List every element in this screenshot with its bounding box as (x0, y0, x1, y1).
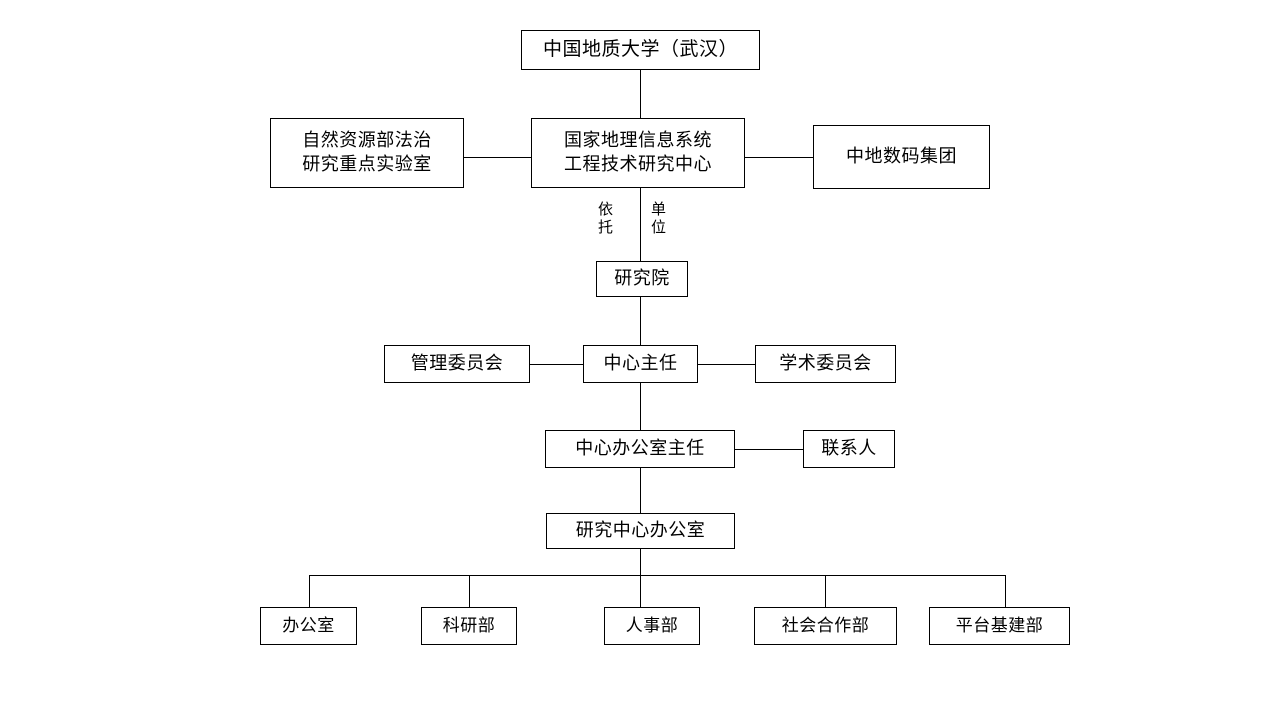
node-center-director[interactable]: 中心主任 (583, 345, 698, 383)
node-center-line1: 国家地理信息系统 (564, 130, 712, 152)
node-university-label: 中国地质大学（武汉） (542, 38, 738, 61)
node-management-committee[interactable]: 管理委员会 (384, 345, 530, 383)
connector-center-to-institute (640, 188, 642, 261)
connector-keylab-to-center (464, 157, 531, 159)
node-academic-committee-label: 学术委员会 (779, 353, 872, 375)
node-institute-label: 研究院 (614, 268, 670, 290)
connector-office-director-to-center-office (640, 468, 642, 513)
node-key-lab-line1: 自然资源部法治 (302, 130, 432, 152)
node-department-hr-label: 人事部 (625, 615, 679, 636)
connector-drop-social (825, 575, 827, 607)
node-department-research[interactable]: 科研部 (421, 607, 517, 645)
node-department-office[interactable]: 办公室 (260, 607, 357, 645)
node-management-committee-label: 管理委员会 (410, 353, 504, 375)
connector-office-director-to-contact (735, 449, 803, 451)
connector-drop-platform (1005, 575, 1007, 607)
node-contact-person-label: 联系人 (821, 438, 877, 460)
connector-center-to-company (745, 157, 813, 159)
node-center-line2: 工程技术研究中心 (564, 154, 712, 175)
node-office-director-label: 中心办公室主任 (575, 438, 705, 460)
node-department-hr[interactable]: 人事部 (604, 607, 700, 645)
node-company-label: 中地数码集团 (846, 146, 957, 168)
node-academic-committee[interactable]: 学术委员会 (755, 345, 896, 383)
node-key-lab[interactable]: 自然资源部法治 研究重点实验室 (270, 118, 464, 188)
edge-label-host-right: 单 位 (651, 200, 667, 237)
node-key-lab-line2: 研究重点实验室 (302, 154, 432, 175)
node-department-platform-construction[interactable]: 平台基建部 (929, 607, 1070, 645)
node-department-research-label: 科研部 (442, 615, 496, 636)
node-department-social-cooperation-label: 社会合作部 (781, 615, 870, 636)
connector-drop-research (469, 575, 471, 607)
edge-label-host-left: 依 托 (598, 200, 614, 237)
node-center-office-label: 研究中心办公室 (575, 520, 706, 542)
node-center[interactable]: 国家地理信息系统 工程技术研究中心 (531, 118, 745, 188)
node-department-office-label: 办公室 (282, 615, 335, 636)
connector-drop-office (309, 575, 311, 607)
connector-department-bus (309, 575, 1006, 577)
connector-drop-hr (640, 575, 642, 607)
connector-center-office-to-bus (640, 549, 642, 576)
node-company[interactable]: 中地数码集团 (813, 125, 990, 189)
node-contact-person[interactable]: 联系人 (803, 430, 895, 468)
node-department-platform-construction-label: 平台基建部 (955, 615, 1044, 636)
connector-management-to-director (530, 364, 583, 366)
node-office-director[interactable]: 中心办公室主任 (545, 430, 735, 468)
connector-institute-to-director (640, 297, 642, 345)
connector-director-to-office-director (640, 383, 642, 430)
node-center-office[interactable]: 研究中心办公室 (546, 513, 735, 549)
node-university[interactable]: 中国地质大学（武汉） (521, 30, 760, 70)
connector-director-to-academic (698, 364, 755, 366)
node-department-social-cooperation[interactable]: 社会合作部 (754, 607, 897, 645)
node-center-director-label: 中心主任 (603, 353, 678, 375)
node-institute[interactable]: 研究院 (596, 261, 688, 297)
connector-university-to-center (640, 70, 642, 118)
